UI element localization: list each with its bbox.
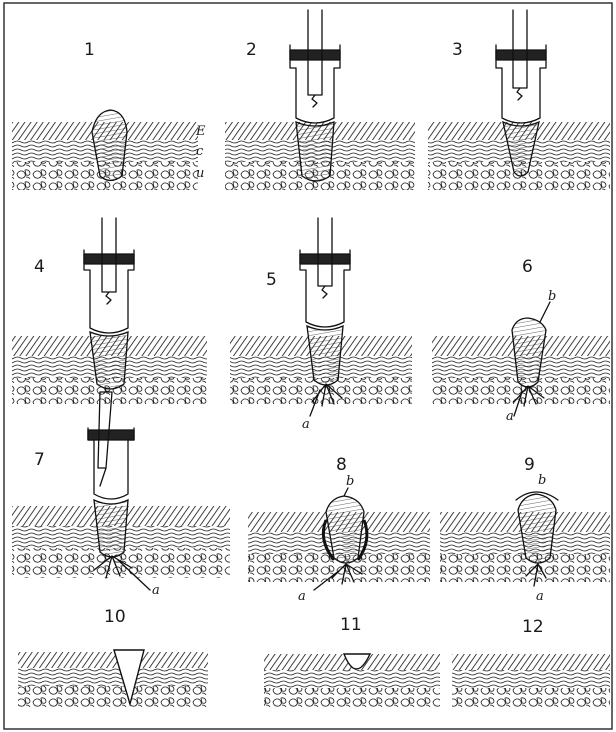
instrument [84,218,134,333]
panel-9: 9 b a [440,455,610,604]
panel-4: 4 [12,218,207,404]
skin-section [452,654,610,708]
label-b: b [548,289,556,304]
panel-12: 12 [452,617,610,708]
panel-number: 3 [452,40,463,60]
instrument [496,10,546,123]
layer-label-corium: c [196,144,204,159]
panel-10: 10 [18,607,208,708]
label-b: b [346,474,354,489]
lesion [296,122,334,181]
layer-label-subcutis: u [196,166,204,181]
panel-number: 11 [340,615,362,635]
instrument [290,10,340,123]
label-a: a [302,417,310,432]
panel-7: 7 a [12,392,230,598]
pointer-b [344,488,348,496]
panel-number: 7 [34,450,45,470]
label-a: a [152,583,160,598]
skin-section [18,652,208,708]
panel-number: 9 [524,455,535,475]
instrument [88,392,134,499]
panel-number: 8 [336,455,347,475]
label-a: a [298,589,306,604]
panel-number: 6 [522,257,533,277]
label-a: a [536,589,544,604]
panel-5: 5 a [230,218,412,432]
lesion [94,500,128,557]
panel-2: 2 [225,10,415,190]
instrument [300,218,350,327]
panel-8: 8 b a [248,455,430,604]
panel-number: 5 [266,270,277,290]
layer-label-epidermis: E [195,124,206,139]
panel-number: 2 [246,40,257,60]
panel-number: 12 [522,617,544,637]
panel-number: 10 [104,607,126,627]
label-a: a [506,409,514,424]
panel-number: 1 [84,40,95,60]
pointer-b [540,302,550,322]
label-b: b [538,473,546,488]
panel-number: 4 [34,257,45,277]
panel-6: 6 b a [432,257,610,424]
panel-1: 1 E c u [12,40,206,190]
panel-11: 11 [264,615,440,708]
panel-3: 3 [428,10,610,190]
